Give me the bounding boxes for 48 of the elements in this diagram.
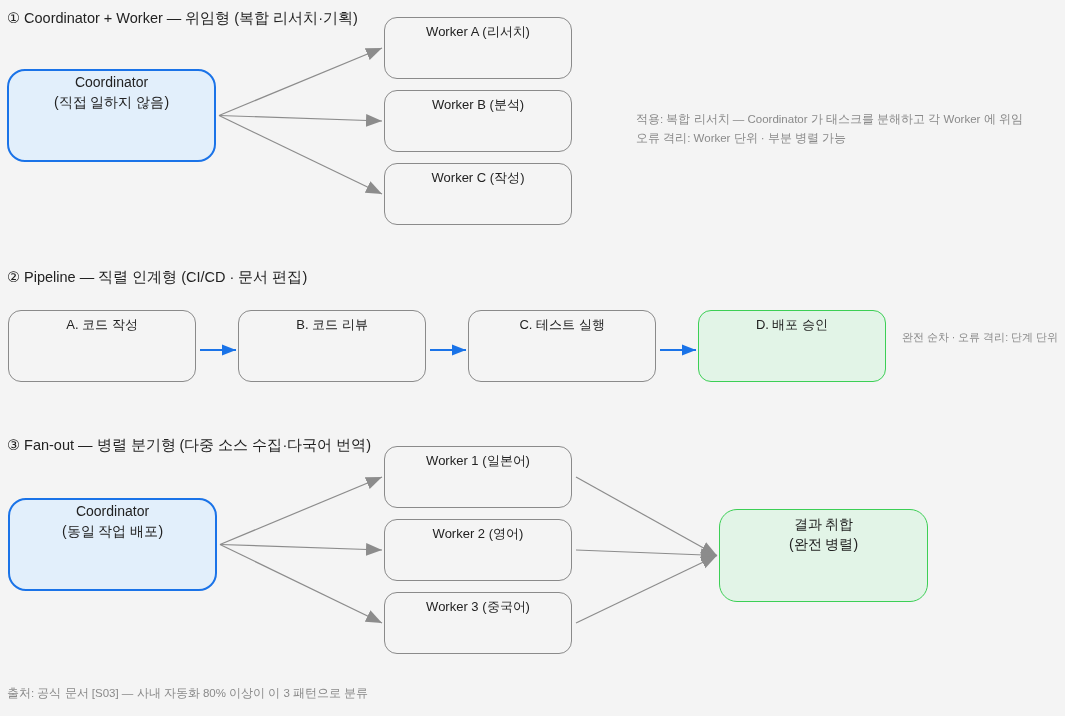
note-text: 출처: 공식 문서 [S03] — 사내 자동화 80% 이상이 이 3 패턴으로 분류 <box>7 686 369 701</box>
process-box <box>238 310 426 382</box>
node-text: Worker B (분석) <box>430 96 526 114</box>
section-heading: ② Pipeline — 직렬 인계형 (CI/CD · 문서 편집) <box>7 268 308 287</box>
node-text: Coordinator <box>73 73 150 92</box>
note-text: 완전 순차 · 오류 격리: 단계 단위 <box>902 331 1058 345</box>
coordinator-box <box>7 69 216 162</box>
arrow <box>659 344 697 356</box>
result-box <box>698 310 886 382</box>
arrow <box>219 476 383 546</box>
node-text: Coordinator <box>74 502 151 521</box>
process-box <box>384 592 572 654</box>
node-text: Worker C (작성) <box>430 169 526 187</box>
arrow <box>218 114 383 127</box>
node-text: (완전 병렬) <box>787 535 860 554</box>
process-box <box>384 90 572 152</box>
arrow <box>575 476 718 557</box>
node-text: Worker 2 (영어) <box>431 525 525 543</box>
result-box <box>719 509 928 602</box>
process-box <box>384 17 572 79</box>
arrow <box>218 114 383 195</box>
arrow <box>218 47 383 117</box>
node-text: Worker 3 (중국어) <box>425 598 531 616</box>
node-text: 결과 취합 <box>792 515 855 534</box>
node-text: (동일 작업 배포) <box>60 522 165 541</box>
node-text: (직접 일하지 않음) <box>52 93 171 112</box>
note-text: 오류 격리: Worker 단위 · 부분 병렬 가능 <box>636 131 847 146</box>
process-box <box>8 310 196 382</box>
node-text: D. 배포 승인 <box>754 316 830 334</box>
node-text: Worker A (리서치) <box>425 23 531 41</box>
node-text: A. 코드 작성 <box>65 316 139 334</box>
process-box <box>384 446 572 508</box>
note-text: 적용: 복합 리서치 — Coordinator 가 태스크를 분해하고 각 Worker 에 위임 <box>636 112 1023 127</box>
coordinator-box <box>8 498 217 591</box>
section-heading: ③ Fan-out — 병렬 분기형 (다중 소스 수집·다국어 번역) <box>7 436 372 455</box>
arrow <box>575 548 718 562</box>
node-text: B. 코드 리뷰 <box>295 316 369 334</box>
node-text: Worker 1 (일본어) <box>425 452 531 470</box>
process-box <box>384 163 572 225</box>
arrow <box>219 543 383 556</box>
arrow <box>199 344 237 356</box>
arrow <box>429 344 467 356</box>
section-heading: ① Coordinator + Worker — 위임형 (복합 리서치·기획) <box>7 9 358 28</box>
process-box <box>384 519 572 581</box>
process-box <box>468 310 656 382</box>
arrow <box>575 554 718 624</box>
node-text: C. 테스트 실행 <box>518 316 606 334</box>
arrow <box>219 543 383 624</box>
